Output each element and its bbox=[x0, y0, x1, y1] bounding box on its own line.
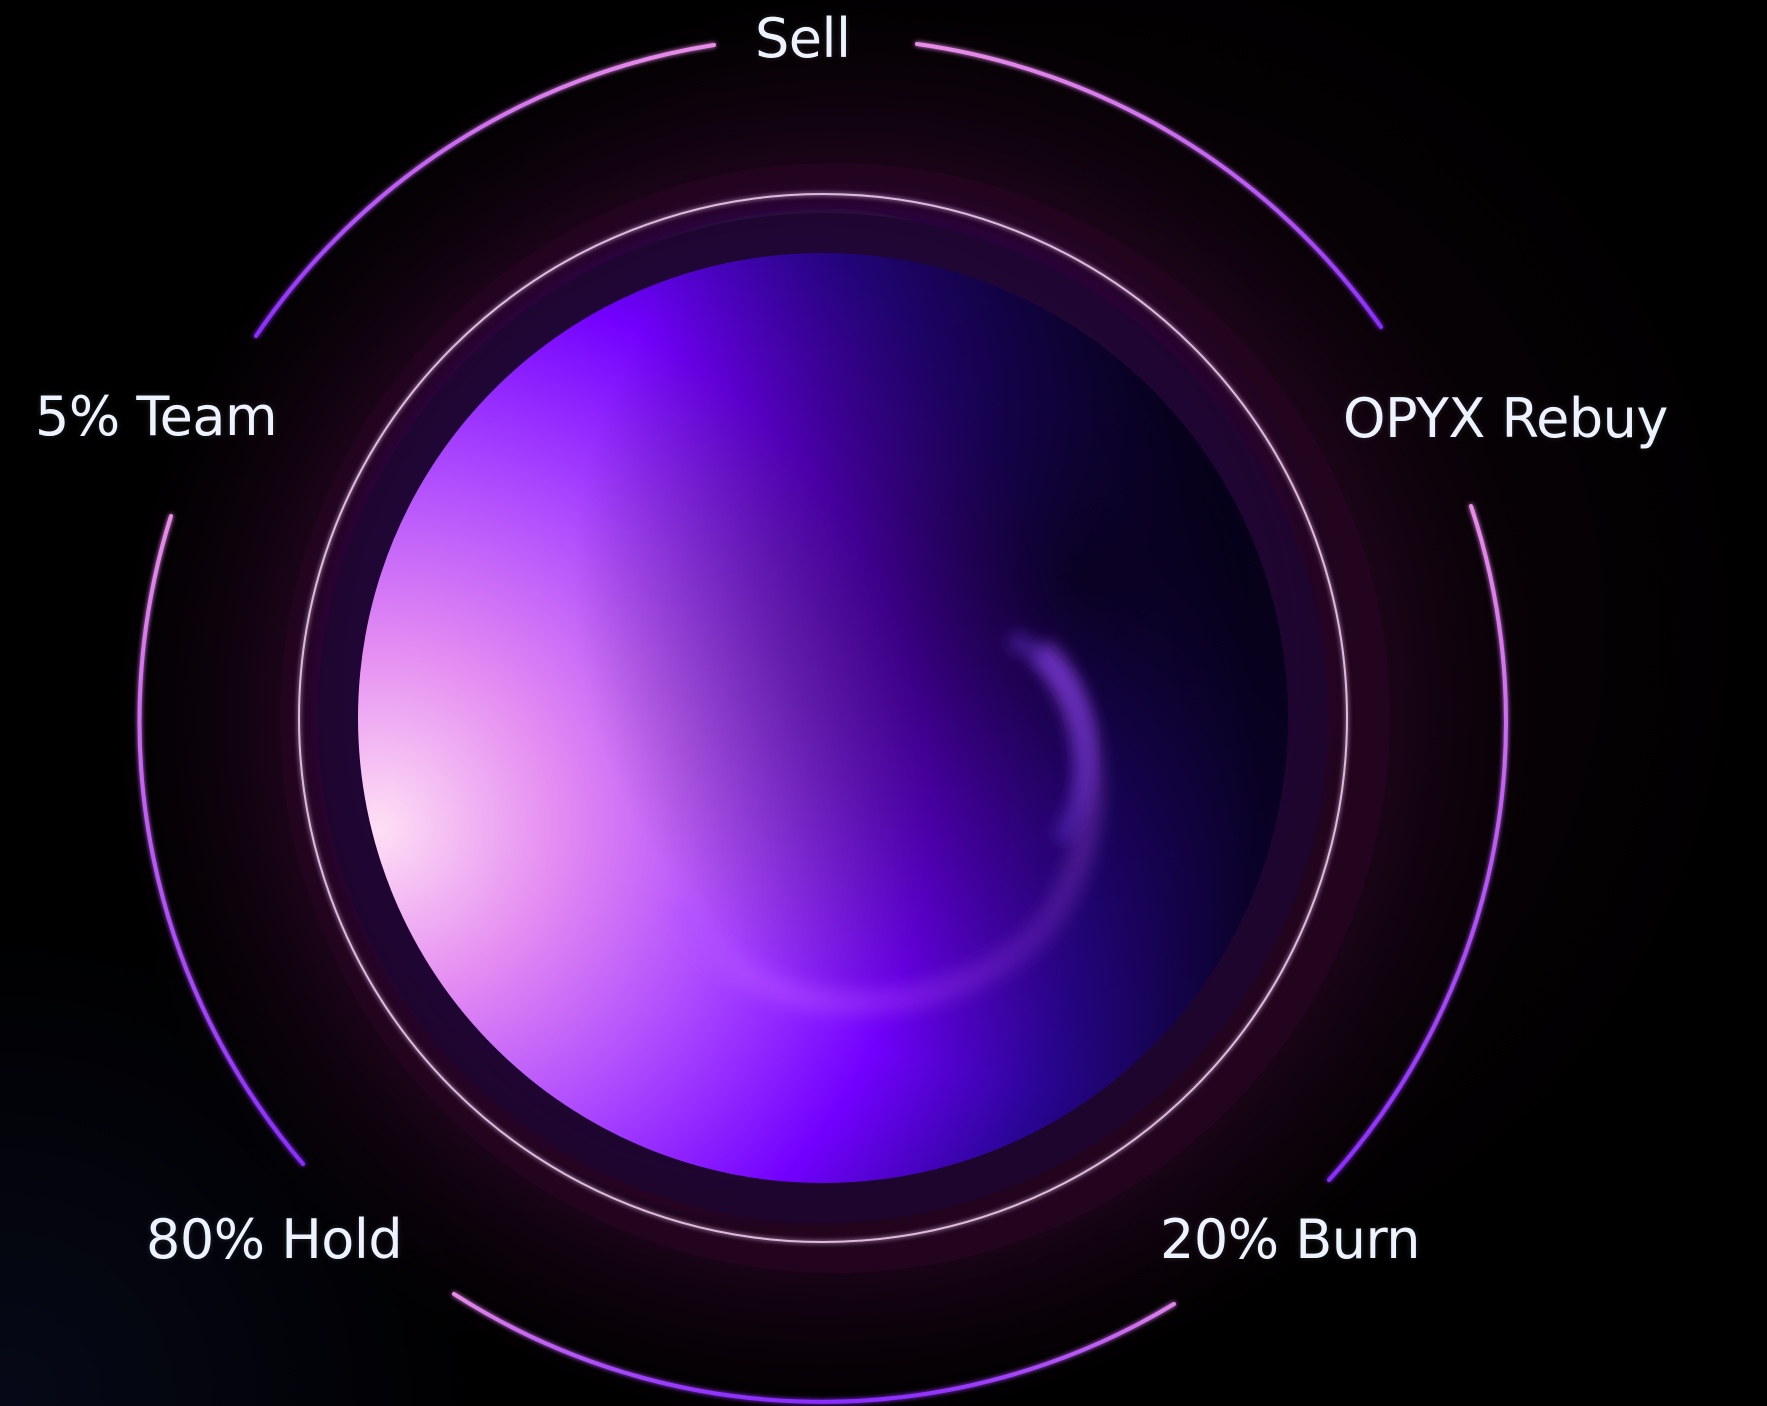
orb-shade bbox=[358, 253, 1288, 1183]
arc-rebuy-to-burn bbox=[1327, 504, 1508, 1182]
arc-sell-to-team bbox=[254, 43, 716, 338]
label-team: 5% Team bbox=[35, 385, 278, 448]
label-sell: Sell bbox=[755, 7, 851, 70]
inner-ring bbox=[298, 193, 1348, 1243]
label-hold: 80% Hold bbox=[146, 1208, 403, 1271]
label-burn: 20% Burn bbox=[1160, 1208, 1420, 1271]
arc-sell-to-rebuy bbox=[915, 42, 1383, 329]
label-rebuy: OPYX Rebuy bbox=[1343, 387, 1668, 450]
arc-team-to-hold bbox=[137, 514, 305, 1166]
arc-hold-to-burn bbox=[452, 1292, 1176, 1404]
orb-swirl-inner bbox=[1007, 631, 1094, 845]
